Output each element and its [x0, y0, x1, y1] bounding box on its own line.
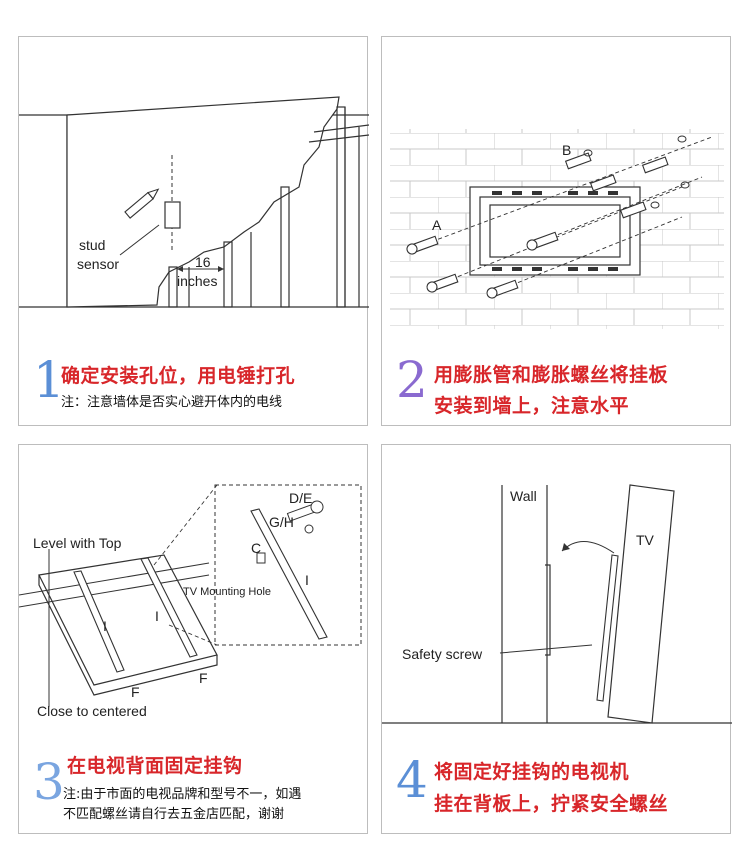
step-3-note-line1: 注:由于市面的电视品牌和型号不一，如遇 — [63, 787, 302, 802]
step-3-illustration: Level with Top Close to centered F F I I… — [19, 484, 362, 719]
step-3-note-line2: 不匹配螺丝请自行去五金店匹配，谢谢 — [63, 807, 285, 822]
c-label: C — [251, 540, 261, 556]
step-3-title: 在电视背面固定挂钩 — [67, 755, 243, 777]
level-label: Level with Top — [33, 535, 122, 551]
step-2-illustration: A B — [390, 129, 724, 329]
step-3-number: 3 — [33, 753, 65, 811]
i-detail-label: I — [305, 572, 309, 588]
step-1-title: 确定安装孔位，用电锤打孔 — [61, 365, 296, 387]
step-4-number: 4 — [396, 751, 428, 809]
safety-screw-label: Safety screw — [402, 646, 483, 662]
b-label: B — [562, 142, 571, 158]
mounting-hole-label: TV Mounting Hole — [183, 586, 271, 598]
unit-label: inches — [177, 273, 217, 289]
step-2-title-line2: 安装到墙上，注意水平 — [434, 395, 630, 417]
step-2-title-line1: 用膨胀管和膨胀螺丝将挂板 — [434, 364, 669, 386]
de-label: D/E — [289, 490, 312, 506]
gh-label: G/H — [269, 514, 294, 530]
step-4-panel: Wall TV Safety screw 4 将固定好挂钩的电视机 挂在背板上，… — [381, 444, 732, 834]
stud-label: stud — [79, 237, 105, 253]
step-3-panel: Level with Top Close to centered F F I I… — [18, 444, 368, 834]
step-1-note: 注：注意墙体是否实心避开体内的电线 — [61, 395, 283, 410]
wall-label: Wall — [510, 488, 537, 504]
close-label: Close to centered — [37, 703, 147, 719]
f-right-label: F — [199, 670, 208, 686]
a-label: A — [432, 217, 442, 233]
step-2-panel: A B 2 用膨胀管和膨胀螺丝将挂板 安装到墙上，注意水平 — [381, 36, 731, 426]
step-2-number: 2 — [396, 351, 428, 409]
step-1-number: 1 — [33, 351, 65, 409]
sensor-label: sensor — [77, 256, 119, 272]
step-1-illustration: stud sensor 16 inches — [19, 96, 369, 308]
step-4-title-line1: 将固定好挂钩的电视机 — [434, 761, 630, 783]
distance-label: 16 — [195, 254, 211, 270]
step-4-title-line2: 挂在背板上，拧紧安全螺丝 — [434, 793, 669, 815]
i-right-label: I — [155, 608, 159, 624]
tv-label: TV — [636, 532, 655, 548]
step-4-illustration: Wall TV Safety screw — [382, 484, 732, 724]
i-left-label: I — [103, 618, 107, 634]
f-left-label: F — [131, 684, 140, 700]
step-1-panel: stud sensor 16 inches 1 确定安装孔位，用电锤打孔 注：注… — [18, 36, 369, 426]
